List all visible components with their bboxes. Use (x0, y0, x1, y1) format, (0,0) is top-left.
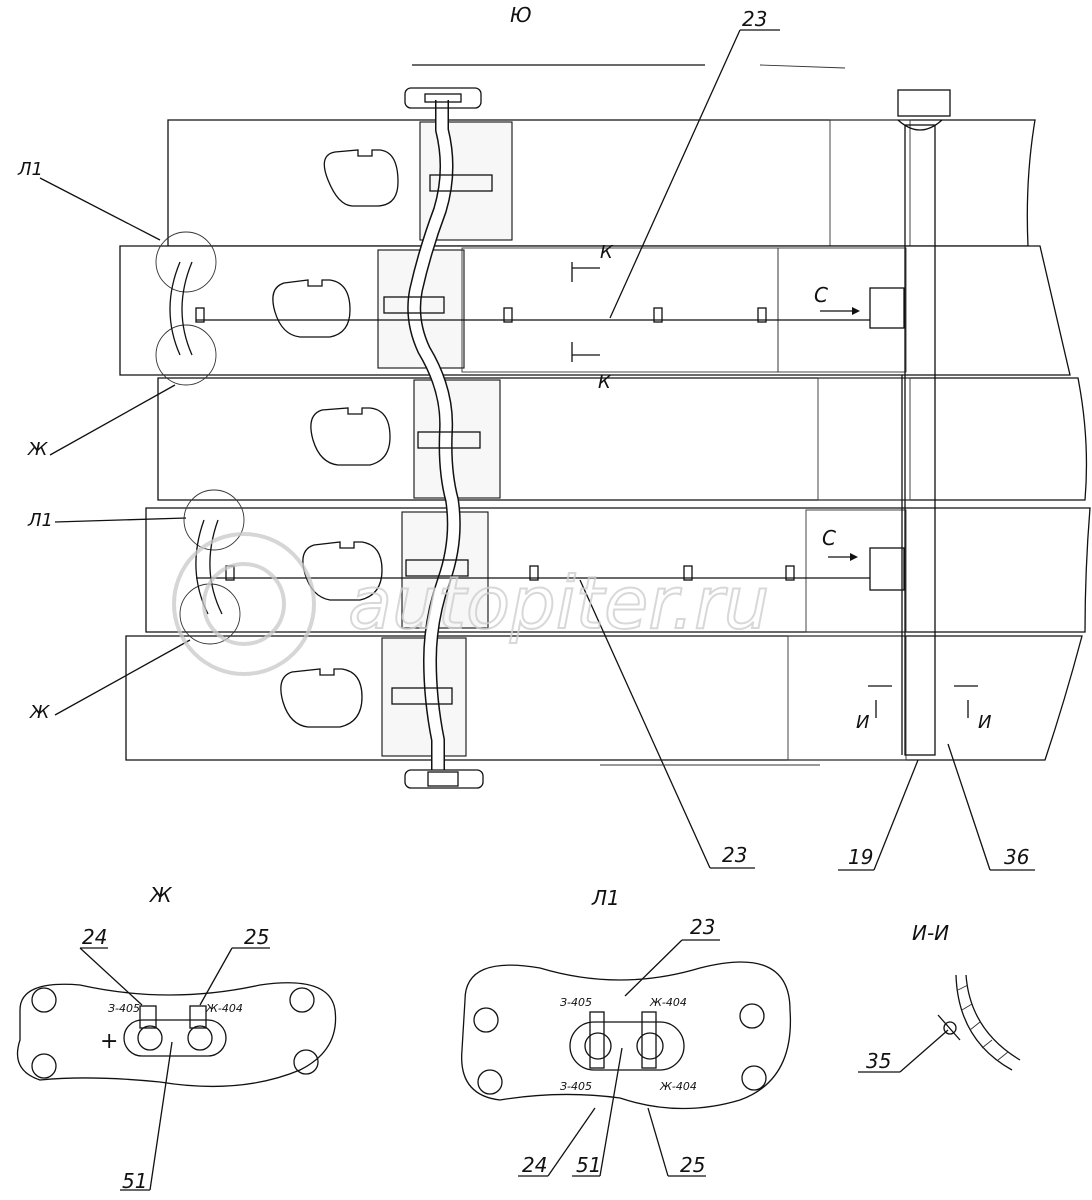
tube-clamps (383, 174, 493, 705)
svg-text:Ж: Ж (29, 702, 50, 723)
svg-text:Ж-404: Ж-404 (205, 1002, 243, 1015)
svg-text:23: 23 (690, 915, 715, 939)
svg-text:51: 51 (122, 1169, 147, 1193)
svg-text:И: И (978, 712, 991, 733)
section-k-upper: К (571, 242, 614, 282)
detail-ii: И-И 35 (858, 921, 1021, 1073)
svg-text:С: С (814, 283, 828, 307)
svg-text:25: 25 (244, 925, 269, 949)
tube-flange-top (404, 87, 482, 109)
watermark: autopiter.ru (172, 532, 770, 676)
svg-text:+: + (100, 1029, 118, 1054)
terminal-plate-lower (869, 547, 905, 591)
svg-text:23: 23 (742, 7, 767, 31)
svg-text:36: 36 (1004, 845, 1029, 869)
callout-l1-upper: Л1 (17, 159, 161, 241)
svg-text:autopiter.ru: autopiter.ru (348, 561, 769, 645)
callout-zh-lower: Ж (29, 639, 191, 723)
svg-text:Ж-404: Ж-404 (649, 996, 687, 1009)
svg-text:С: С (822, 526, 836, 550)
detail-zh: Ж З-405 Ж-404 + 24 25 51 (16, 883, 337, 1193)
panel-row-5 (125, 635, 1083, 761)
detail-l1: Л1 З-405 Ж-404 З-405 Ж-404 23 24 51 25 (461, 886, 792, 1177)
callout-l1-lower: Л1 (27, 510, 187, 531)
svg-text:К: К (598, 372, 612, 393)
callout-zh-upper: Ж (27, 384, 176, 460)
callout-23-top: 23 (609, 7, 780, 319)
panel-row-2 (119, 245, 1071, 376)
top-view-label: Ю (510, 3, 532, 27)
callout-19: 19 (838, 759, 919, 871)
svg-text:Ж: Ж (148, 883, 173, 907)
svg-text:51: 51 (576, 1153, 601, 1177)
panel-row-3 (157, 377, 1088, 501)
svg-text:25: 25 (680, 1153, 705, 1177)
callout-36: 36 (947, 743, 1035, 871)
svg-text:З-405: З-405 (560, 1080, 592, 1093)
svg-text:Л1: Л1 (17, 159, 43, 180)
vertical-post (897, 89, 951, 756)
svg-text:Л1: Л1 (27, 510, 53, 531)
section-i-right: И (954, 685, 991, 733)
callout-23-bottom: 23 (579, 579, 755, 869)
section-i-left: И (856, 685, 892, 733)
svg-text:И: И (856, 712, 869, 733)
terminal-plate-upper (869, 287, 905, 329)
top-edge-line-2 (759, 64, 846, 69)
tube-flange-bottom (404, 769, 484, 789)
svg-text:И-И: И-И (912, 921, 949, 945)
svg-text:З-405: З-405 (560, 996, 592, 1009)
svg-text:З-405: З-405 (108, 1002, 140, 1015)
svg-text:35: 35 (866, 1049, 891, 1073)
section-k-lower: К (571, 342, 612, 393)
svg-text:23: 23 (722, 843, 747, 867)
svg-text:Ж: Ж (27, 439, 48, 460)
svg-text:Л1: Л1 (591, 886, 620, 910)
arrow-c-upper: С (814, 283, 860, 315)
svg-text:24: 24 (82, 925, 107, 949)
svg-text:24: 24 (522, 1153, 547, 1177)
svg-text:Ж-404: Ж-404 (659, 1080, 697, 1093)
arrow-c-lower: С (822, 526, 858, 561)
jumper-upper (155, 231, 217, 386)
svg-text:19: 19 (848, 845, 873, 869)
svg-text:К: К (600, 242, 614, 263)
